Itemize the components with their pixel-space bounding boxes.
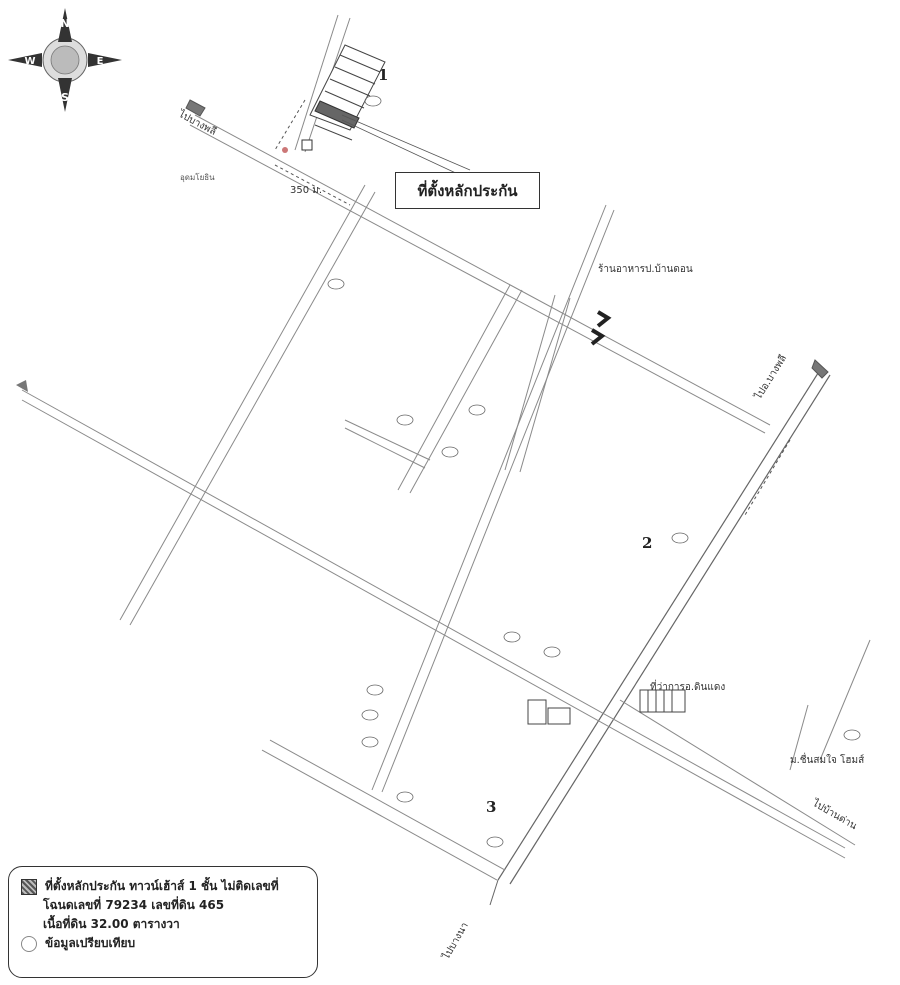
- landmark-dot: [282, 147, 288, 153]
- direction-bottom-right: ไปบ้านด่าน: [810, 797, 860, 833]
- road-secondary: [119, 184, 871, 881]
- marker-3: 3: [486, 798, 496, 816]
- marker-1: 1: [378, 66, 388, 84]
- legend-row-area: เนื้อที่ดิน 32.00 ตารางวา: [21, 915, 305, 934]
- legend-line4: ข้อมูลเปรียบเทียบ: [45, 936, 136, 950]
- circle-swatch-icon: [21, 935, 37, 952]
- label-village-right: ม.ชื่นสมใจ โฮมส์: [790, 752, 864, 766]
- compass-w: W: [24, 56, 35, 67]
- legend-box: ที่ตั้งหลักประกัน ทาวน์เฮ้าส์ 1 ชั้น ไม่…: [8, 866, 318, 978]
- label-shop: ร้านอาหารป.บ้านดอน: [598, 263, 693, 275]
- arrow-ne: [811, 359, 829, 379]
- compass-rose: N S W E: [8, 8, 122, 112]
- village-icons: [327, 95, 861, 848]
- distance-350: 350 ม.: [290, 185, 322, 196]
- road-main-lower: [21, 389, 846, 859]
- compass-s: S: [61, 91, 69, 104]
- hatch-swatch-icon: [21, 878, 37, 895]
- property-callout: ที่ตั้งหลักประกัน: [395, 172, 540, 209]
- legend-line3: เนื้อที่ดิน 32.00 ตารางวา: [43, 917, 180, 931]
- landmark-square: [301, 139, 313, 151]
- callout-pointer: [341, 114, 471, 176]
- property-townhouses: [309, 44, 386, 141]
- legend-line1: ที่ตั้งหลักประกัน ทาวน์เฮ้าส์ 1 ชั้น ไม่…: [45, 879, 279, 893]
- arrow-w: [16, 380, 28, 392]
- compass-e: E: [97, 56, 104, 67]
- label-school: ที่ว่าการอ.ดินแดง: [650, 679, 725, 693]
- label-landmark-left: อุดมโยธิน: [180, 172, 215, 182]
- building-icon: [527, 699, 571, 725]
- legend-row-comparison: ข้อมูลเปรียบเทียบ: [21, 934, 305, 953]
- road-highway-ne: [489, 369, 831, 906]
- legend-row-property: ที่ตั้งหลักประกัน ทาวน์เฮ้าส์ 1 ชั้น ไม่…: [21, 877, 305, 896]
- distance-dashes: [274, 99, 791, 516]
- direction-bottom: ไปบางนา: [440, 920, 471, 962]
- legend-line2: โฉนดเลขที่ 79234 เลขที่ดิน 465: [43, 898, 225, 912]
- road-main-upper: [189, 114, 771, 434]
- marker-2: 2: [642, 534, 652, 552]
- direction-right: ไปอ.บางพลี: [752, 353, 789, 403]
- arrow-nw: [185, 99, 206, 117]
- compass-n: N: [60, 17, 69, 30]
- junction-symbol: [590, 310, 612, 346]
- legend-row-deed: โฉนดเลขที่ 79234 เลขที่ดิน 465: [21, 896, 305, 915]
- school-icon: [639, 689, 686, 713]
